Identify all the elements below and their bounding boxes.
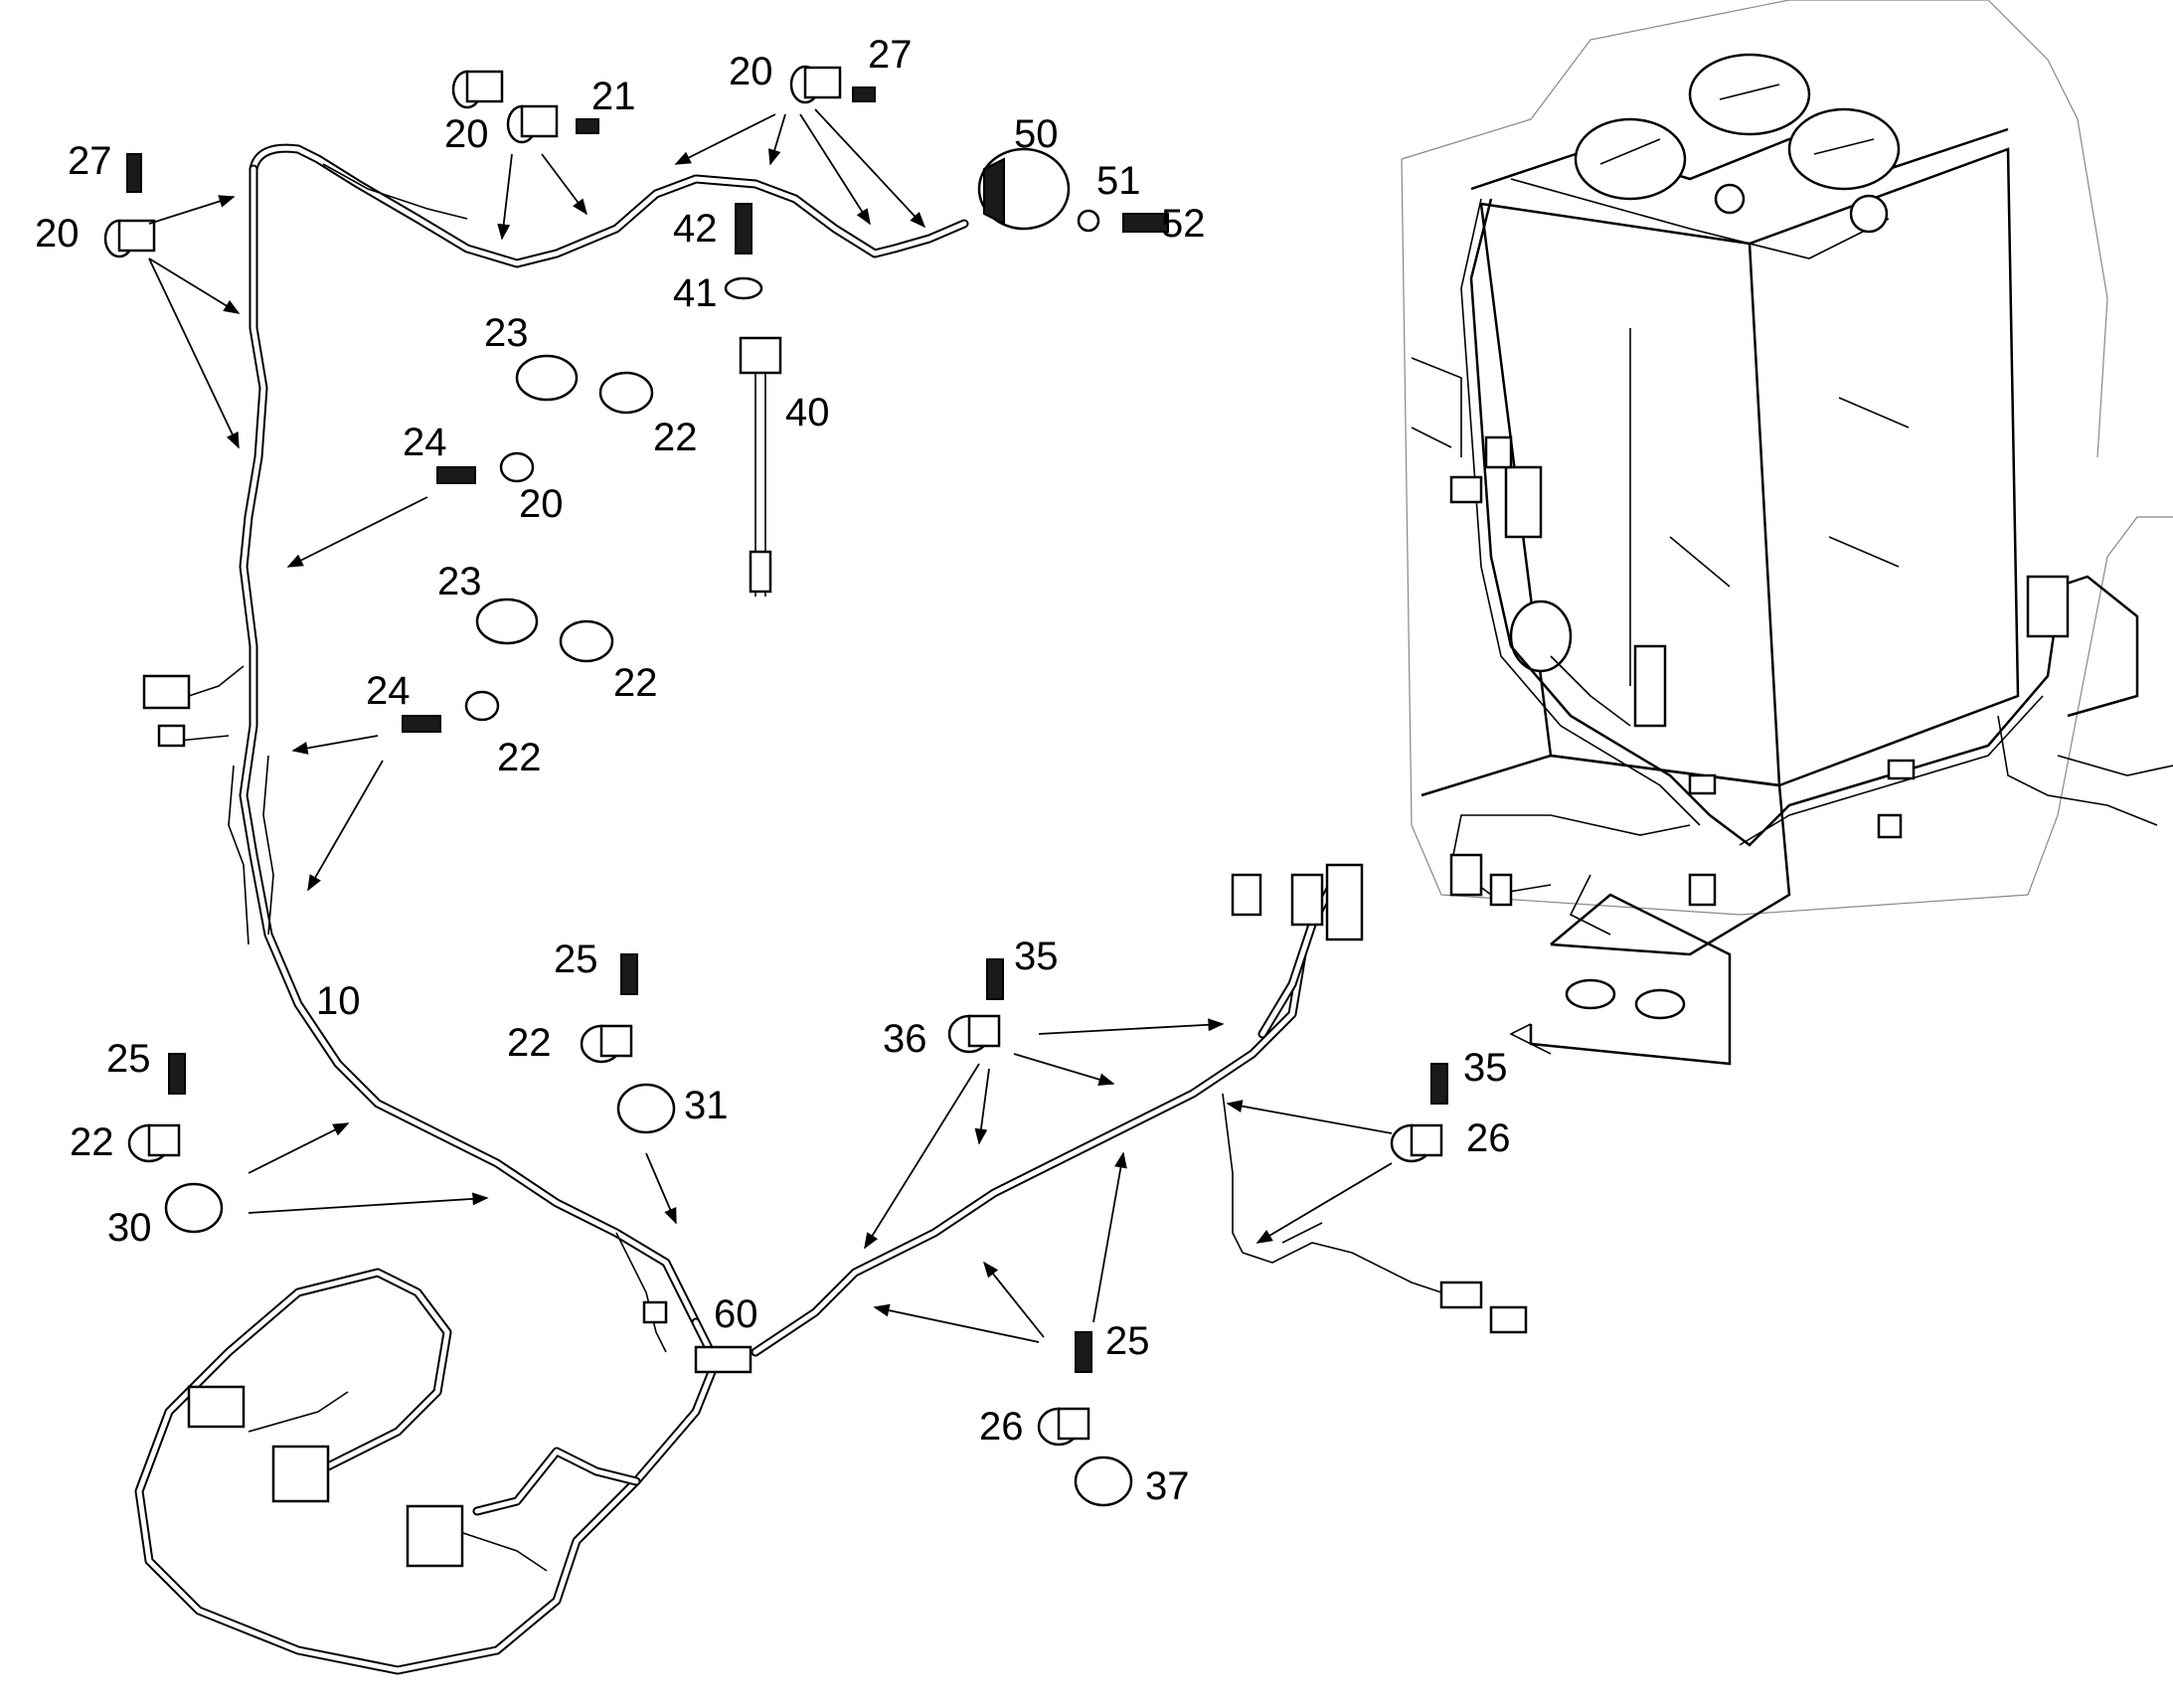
callout-20-top-left: 20 (35, 212, 80, 256)
callout-26-right: 26 (1466, 1116, 1511, 1160)
loose-parts (103, 65, 1448, 1507)
callout-22-upper: 22 (653, 416, 698, 459)
callout-37: 37 (1145, 1464, 1190, 1508)
callout-20-top-mid: 20 (444, 112, 489, 156)
callout-22-left: 22 (70, 1120, 114, 1164)
callout-25-left: 25 (106, 1037, 151, 1081)
machine-body-illustration (1401, 0, 2173, 1066)
callout-23-lower: 23 (437, 560, 482, 603)
callout-25-center: 25 (554, 938, 598, 981)
main-harness (134, 143, 1528, 1675)
callout-35-right: 35 (1463, 1046, 1508, 1090)
callout-30: 30 (107, 1206, 152, 1250)
callout-26-bottom: 26 (979, 1405, 1024, 1449)
callout-52: 52 (1161, 202, 1206, 246)
callout-25-bottom: 25 (1105, 1319, 1150, 1363)
callout-42: 42 (673, 207, 718, 251)
callout-36: 36 (883, 1017, 927, 1061)
callout-20-top-right: 20 (729, 50, 773, 93)
callout-21: 21 (591, 75, 636, 118)
callout-50: 50 (1014, 112, 1059, 156)
callout-labels: 27 20 20 21 20 27 50 51 52 42 41 40 23 2… (35, 33, 1511, 1508)
leader-arrows (148, 108, 1393, 1343)
callout-51: 51 (1096, 159, 1141, 203)
callout-40: 40 (785, 391, 830, 434)
callout-22-lower-right: 22 (613, 661, 658, 705)
callout-24-lower: 24 (366, 669, 411, 713)
callout-23-upper: 23 (484, 311, 529, 355)
callout-22-lower: 22 (497, 736, 542, 779)
callout-41: 41 (673, 271, 718, 315)
callout-35-center: 35 (1014, 935, 1059, 978)
callout-27-top-right: 27 (868, 33, 913, 77)
callout-27-top-left: 27 (68, 139, 112, 183)
callout-60: 60 (714, 1292, 758, 1336)
callout-22-center: 22 (507, 1021, 552, 1065)
callout-24-upper: 24 (403, 421, 447, 464)
callout-10: 10 (316, 979, 361, 1023)
callout-31: 31 (684, 1084, 729, 1127)
callout-20-mid: 20 (519, 482, 564, 526)
